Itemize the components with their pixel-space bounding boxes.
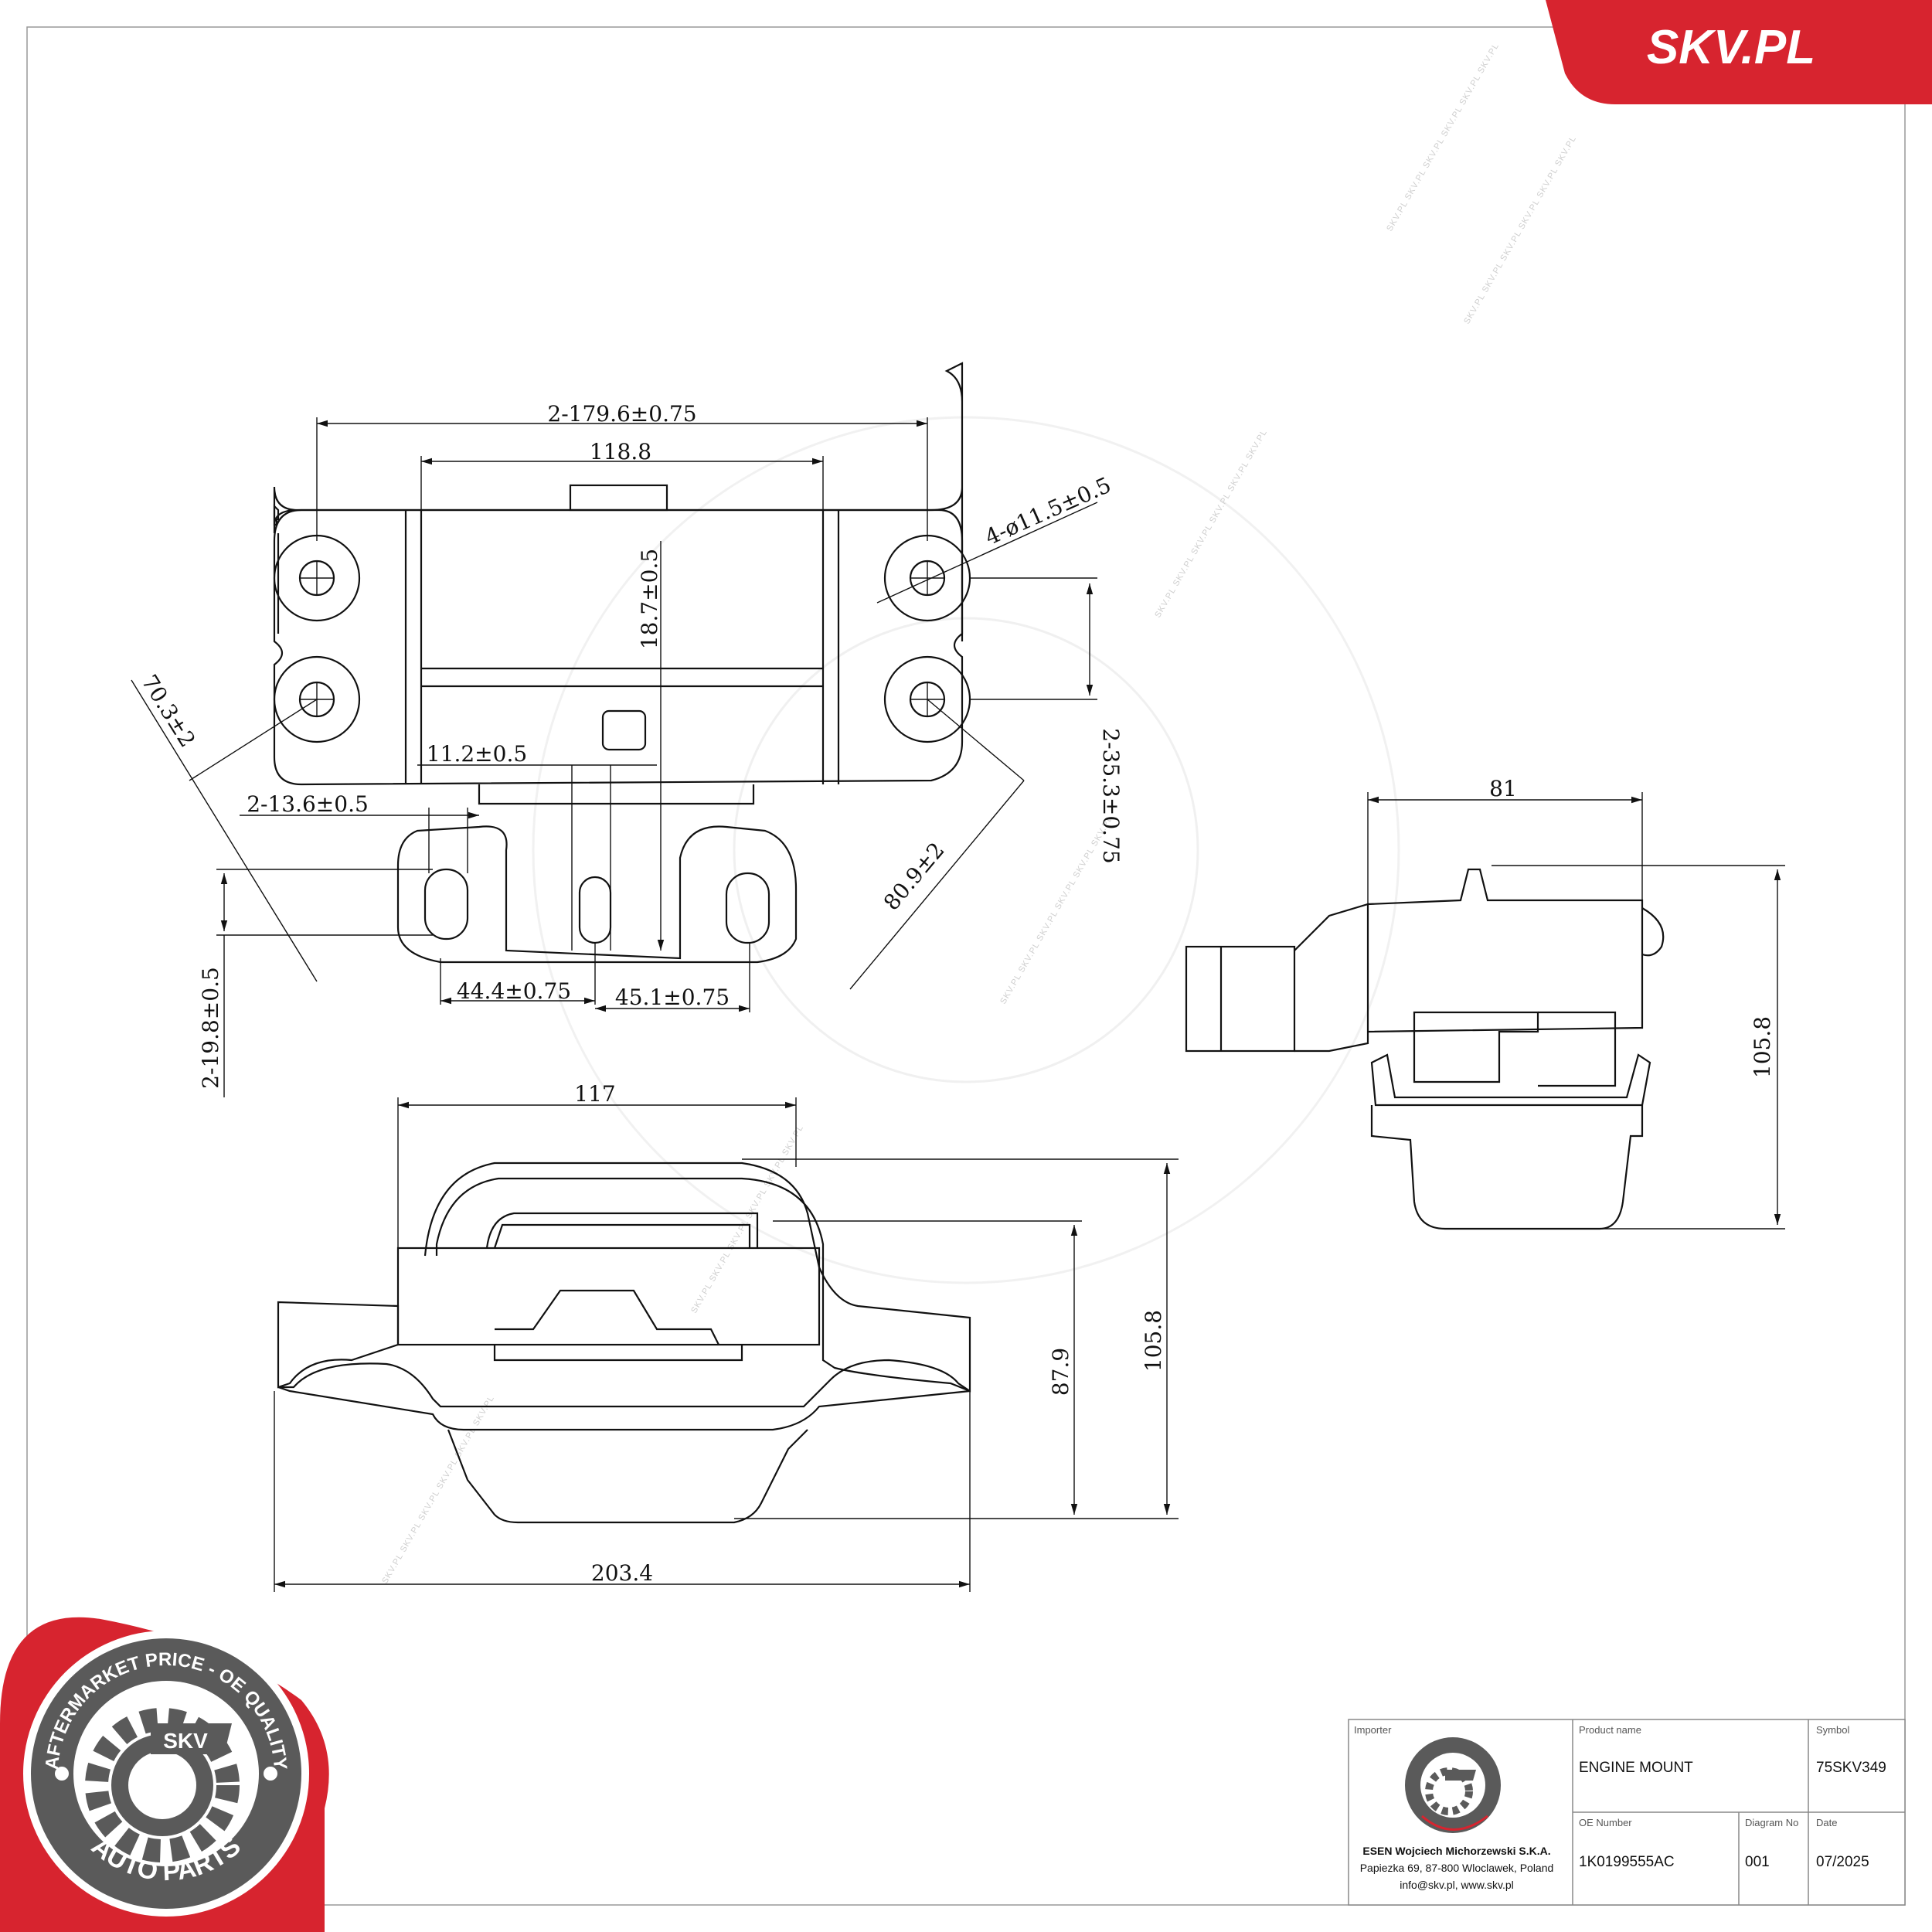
side-view-dimensions: 81 105.8 xyxy=(1367,776,1785,1230)
oe-number-label: OE Number xyxy=(1579,1817,1632,1828)
brand-site-label: SKV.PL xyxy=(1647,21,1815,74)
importer-address: Papiezka 69, 87-800 Wloclawek, Poland xyxy=(1360,1862,1554,1874)
symbol-value: 75SKV349 xyxy=(1816,1760,1886,1776)
date-value: 07/2025 xyxy=(1816,1854,1869,1870)
drawing-frame xyxy=(26,26,1906,1906)
dim-label: 80.9±2 xyxy=(879,838,950,916)
dim-label: 81 xyxy=(1489,776,1517,801)
svg-text:SKV.PL SKV.PL SKV.PL SKV.PL SK: SKV.PL SKV.PL SKV.PL SKV.PL SKV.PL SKV.P… xyxy=(1462,134,1578,326)
seal-center-text: SKV xyxy=(163,1729,208,1753)
importer-logo xyxy=(1405,1737,1501,1833)
importer-label: Importer xyxy=(1354,1724,1392,1736)
symbol-label: Symbol xyxy=(1816,1724,1849,1736)
front-view xyxy=(277,1162,971,1524)
mount-hole xyxy=(883,534,971,622)
top-view-labels: 2-179.6±0.75 118.8 18.7±0.5 4-ø11.5±0.5 … xyxy=(137,401,1124,1089)
brand-corner-tab: SKV.PL xyxy=(1546,0,1932,104)
dim-label: 105.8 xyxy=(1141,1310,1166,1372)
dim-label: 2-13.6±0.5 xyxy=(247,791,369,817)
product-name: ENGINE MOUNT xyxy=(1579,1760,1693,1776)
importer-name: ESEN Wojciech Michorzewski S.K.A. xyxy=(1362,1845,1550,1857)
product-name-label: Product name xyxy=(1579,1724,1641,1736)
dim-label: 2-179.6±0.75 xyxy=(547,401,696,427)
dim-label: 117 xyxy=(574,1081,615,1107)
dim-label: 2-19.8±0.5 xyxy=(198,967,223,1089)
title-block: Importer ESEN Wojciech Michorzewski S.K.… xyxy=(1348,1719,1906,1906)
gear-icon xyxy=(85,1708,240,1862)
svg-text:SKV.PL SKV.PL SKV.PL SKV.PL SK: SKV.PL SKV.PL SKV.PL SKV.PL SKV.PL SKV.P… xyxy=(998,815,1114,1006)
svg-text:SKV.PL SKV.PL SKV.PL SKV.PL SK: SKV.PL SKV.PL SKV.PL SKV.PL SKV.PL SKV.P… xyxy=(689,1124,805,1315)
front-view-dimensions: 117 87.9 105.8 203.4 xyxy=(274,1081,1179,1592)
top-view-dimensions xyxy=(131,417,1098,1097)
mount-hole xyxy=(273,534,361,622)
oe-number: 1K0199555AC xyxy=(1579,1854,1675,1870)
diagram-no-label: Diagram No xyxy=(1745,1817,1798,1828)
date-label: Date xyxy=(1816,1817,1837,1828)
dim-label: 87.9 xyxy=(1048,1348,1073,1396)
top-view xyxy=(273,362,971,964)
svg-text:SKV.PL SKV.PL SKV.PL SKV.PL SK: SKV.PL SKV.PL SKV.PL SKV.PL SKV.PL SKV.P… xyxy=(1385,42,1501,233)
watermark-gear xyxy=(532,416,1400,1284)
dim-label: 203.4 xyxy=(591,1560,653,1586)
dim-label: 18.7±0.5 xyxy=(637,549,662,649)
dim-label: 4-ø11.5±0.5 xyxy=(981,472,1115,550)
diagram-no: 001 xyxy=(1745,1854,1770,1870)
watermark-text: SKV.PL SKV.PL SKV.PL SKV.PL SKV.PL SKV.P… xyxy=(380,42,1578,1586)
dim-label: 44.4±0.75 xyxy=(457,978,571,1004)
skv-seal-logo: AFTERMARKET PRICE - OE QUALITY AUTO PART… xyxy=(0,1617,329,1932)
dim-label: 2-35.3±0.75 xyxy=(1098,728,1124,863)
importer-contact: info@skv.pl, www.skv.pl xyxy=(1400,1879,1514,1891)
dim-label: 45.1±0.75 xyxy=(615,985,730,1010)
dim-label: 105.8 xyxy=(1750,1016,1775,1078)
dim-label: 11.2±0.5 xyxy=(427,741,527,767)
side-view xyxy=(1185,868,1665,1230)
dim-label: 118.8 xyxy=(590,439,651,464)
